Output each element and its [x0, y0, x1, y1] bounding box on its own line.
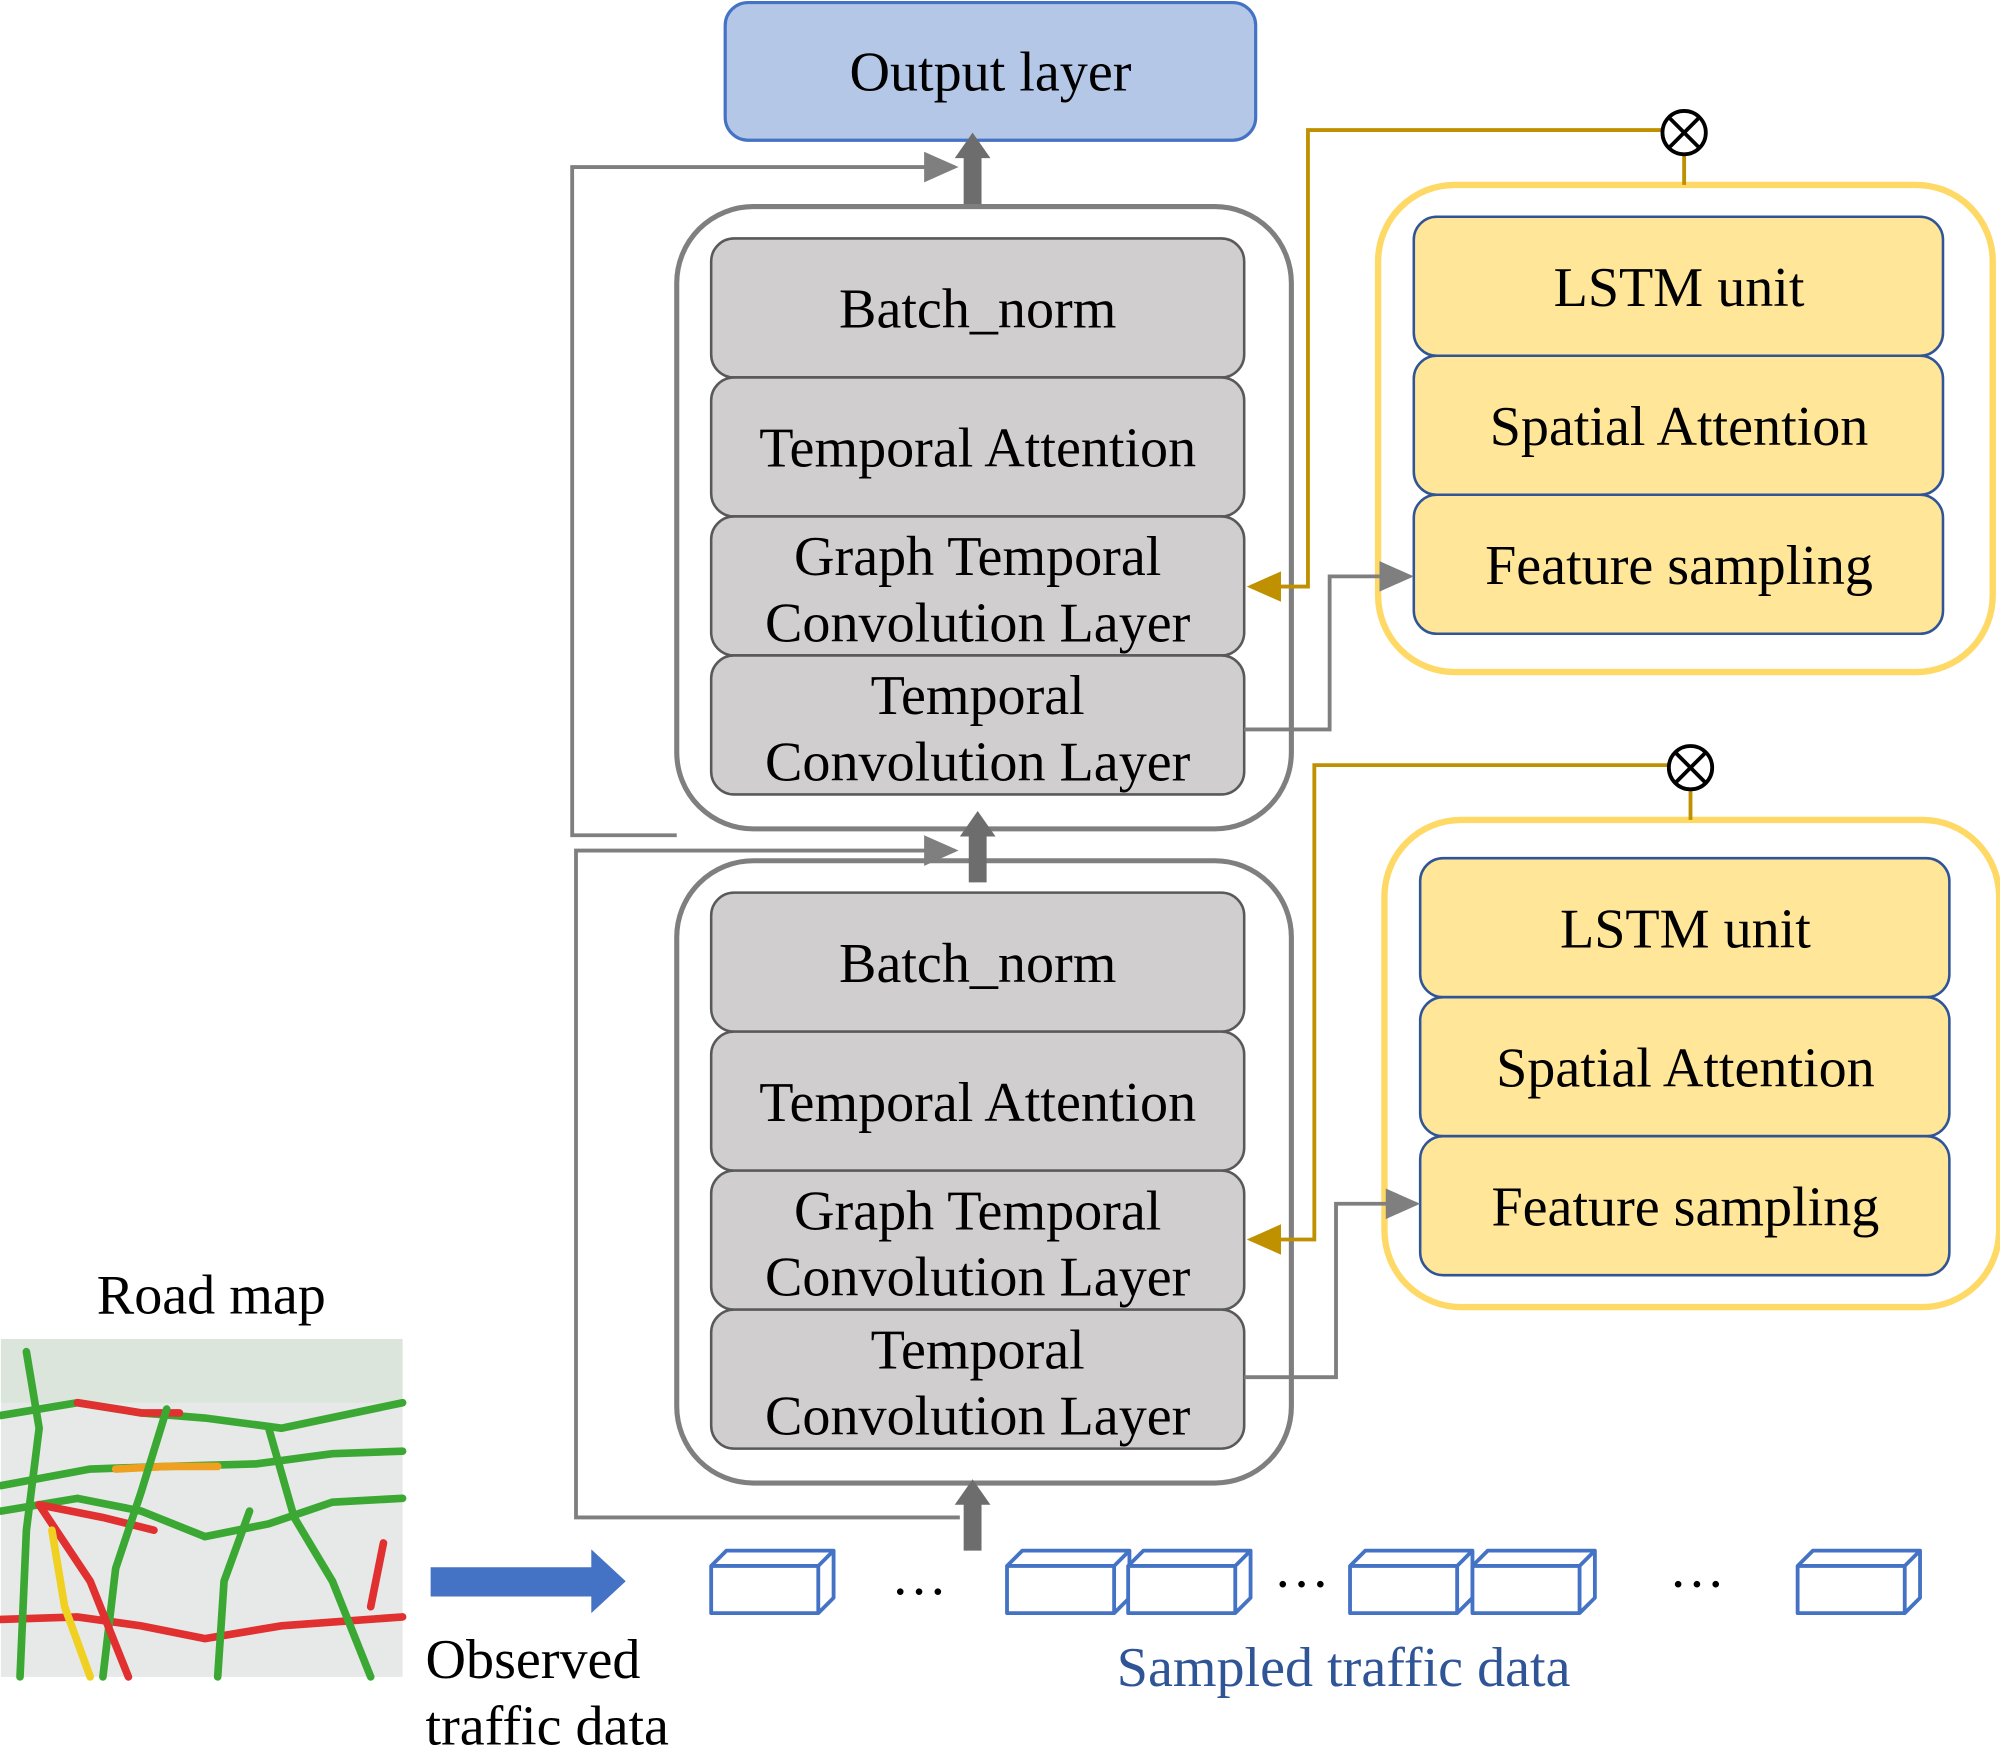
- layer-label: Convolution Layer: [765, 731, 1191, 793]
- layer-label: Batch_norm: [839, 279, 1116, 341]
- flow-arrows: [954, 132, 996, 1551]
- sampled-traffic-data: … … …: [709, 1537, 1922, 1616]
- output-layer-label: Output layer: [849, 42, 1131, 104]
- road-map-title: Road map: [97, 1264, 326, 1326]
- arrow-up-icon: [954, 132, 991, 205]
- layer-label: Convolution Layer: [765, 1247, 1191, 1309]
- layer-label: Feature sampling: [1491, 1176, 1879, 1238]
- feature-input-line: [1244, 561, 1414, 732]
- output-layer: Output layer: [723, 0, 1258, 142]
- attention-output-line: [1246, 763, 1669, 1255]
- ellipsis: …: [1669, 1537, 1725, 1599]
- layer-label: Spatial Attention: [1496, 1037, 1875, 1099]
- layer-label: Batch_norm: [839, 933, 1116, 995]
- data-cube-icon: [709, 1548, 836, 1616]
- layer-label: Graph Temporal: [794, 526, 1161, 588]
- data-cube-icon: [1795, 1548, 1922, 1616]
- multiply-operator-icon: [1660, 109, 1708, 157]
- layer-label: Graph Temporal: [794, 1180, 1161, 1242]
- observed-label-line1: Observed: [426, 1629, 641, 1691]
- layer-label: LSTM unit: [1560, 898, 1811, 960]
- data-cube-icon: [1126, 1548, 1253, 1616]
- layer-temporal-convolution-layer: [709, 1308, 1246, 1450]
- arrow-up-icon: [954, 1479, 991, 1551]
- observed-label-line2: traffic data: [426, 1695, 670, 1747]
- multiply-operator-icon: [1666, 744, 1715, 792]
- layer-label: Temporal: [871, 1319, 1085, 1381]
- layer-label: Spatial Attention: [1490, 396, 1869, 458]
- layer-label: Convolution Layer: [765, 1386, 1191, 1448]
- data-cube-icon: [1005, 1548, 1132, 1616]
- layer-label: Feature sampling: [1485, 535, 1873, 597]
- layer-label: Temporal Attention: [759, 418, 1196, 480]
- skip-connection-upper: [570, 151, 959, 838]
- ellipsis: …: [891, 1545, 947, 1607]
- attention-output-line: [1246, 128, 1663, 602]
- road-map-image: [0, 1338, 407, 1681]
- layer-label: Temporal Attention: [759, 1072, 1196, 1134]
- data-cube-icon: [1470, 1548, 1597, 1616]
- arrow-up-icon: [959, 811, 996, 883]
- feature-input-line: [1244, 1188, 1421, 1380]
- sampled-label: Sampled traffic data: [1117, 1637, 1571, 1699]
- skip-connection-lower: [574, 835, 960, 1520]
- ellipsis: …: [1274, 1537, 1330, 1599]
- layer-label: Convolution Layer: [765, 592, 1191, 654]
- layer-label: LSTM unit: [1554, 257, 1805, 319]
- layer-temporal-convolution-layer: [709, 654, 1246, 796]
- layer-feature-sampling: [1412, 493, 1945, 636]
- data-cube-icon: [1348, 1548, 1475, 1616]
- blue-arrow-icon: [430, 1549, 626, 1614]
- layer-label: Temporal: [871, 665, 1085, 727]
